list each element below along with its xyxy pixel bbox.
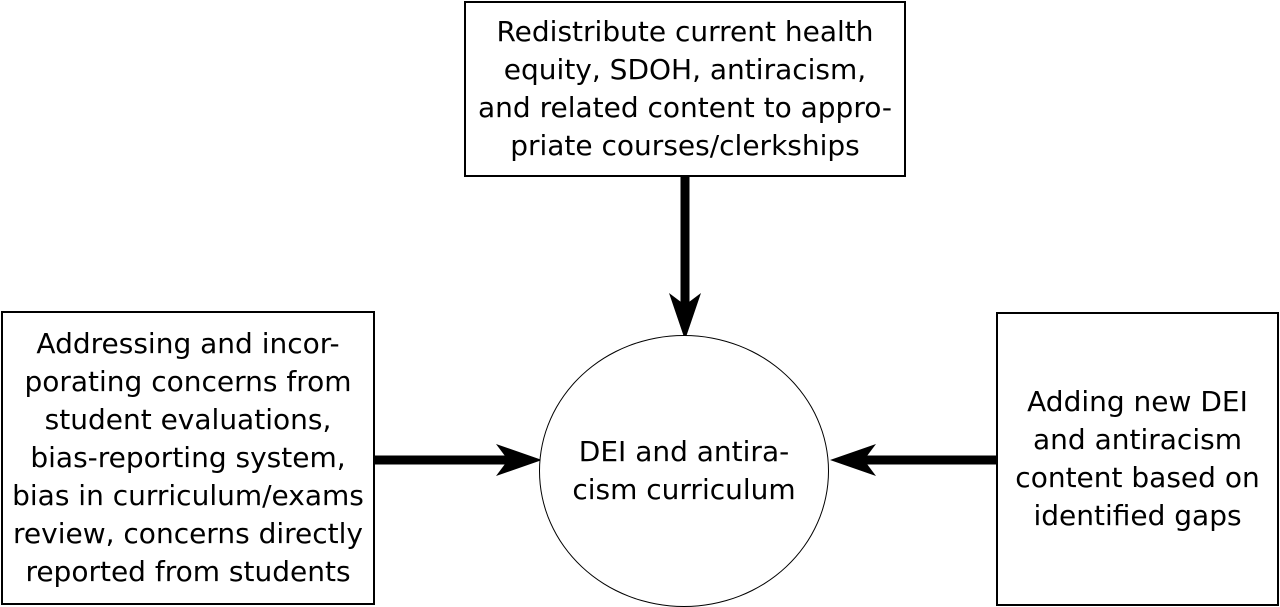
node-text-line: bias in curriculum/exams (12, 479, 364, 512)
node-text-line: and antiracism (1033, 423, 1242, 456)
node-text-line: student evaluations, (44, 403, 332, 436)
node-text-line: and related content to appro- (478, 91, 892, 124)
node-addressing-text: Addressing and incor- porating concerns … (12, 325, 364, 591)
node-text-line: Redistribute current health (496, 15, 874, 48)
arrowhead-left (496, 444, 542, 476)
node-text-line: equity, SDOH, antiracism, (503, 53, 867, 86)
node-dei-text: DEI and antira- cism curriculum (572, 433, 795, 509)
node-text-line: priate courses/clerkships (510, 129, 860, 162)
node-adding-text: Adding new DEI and antiracism content ba… (1015, 383, 1259, 535)
node-text-line: content based on (1015, 461, 1260, 494)
arrowhead-right (830, 444, 876, 476)
node-text-line: bias-reporting system, (30, 441, 346, 474)
node-text-line: Addressing and incor- (36, 327, 340, 360)
node-text-line: reported from students (25, 555, 351, 588)
node-addressing-concerns: Addressing and incor- porating concerns … (1, 311, 375, 605)
node-text-line: porating concerns from (24, 365, 352, 398)
node-text-line: review, concerns directly (13, 517, 363, 550)
node-redistribute-text: Redistribute current health equity, SDOH… (478, 13, 892, 165)
node-redistribute-content: Redistribute current health equity, SDOH… (464, 1, 906, 177)
node-text-line: Adding new DEI (1027, 385, 1248, 418)
node-text-line: DEI and antira- (578, 435, 790, 468)
node-dei-curriculum: DEI and antira- cism curriculum (539, 335, 829, 607)
node-text-line: cism curriculum (572, 473, 796, 506)
arrowhead-top (669, 293, 701, 340)
node-text-line: identified gaps (1033, 499, 1242, 532)
node-adding-new-content: Adding new DEI and antiracism content ba… (996, 312, 1279, 606)
